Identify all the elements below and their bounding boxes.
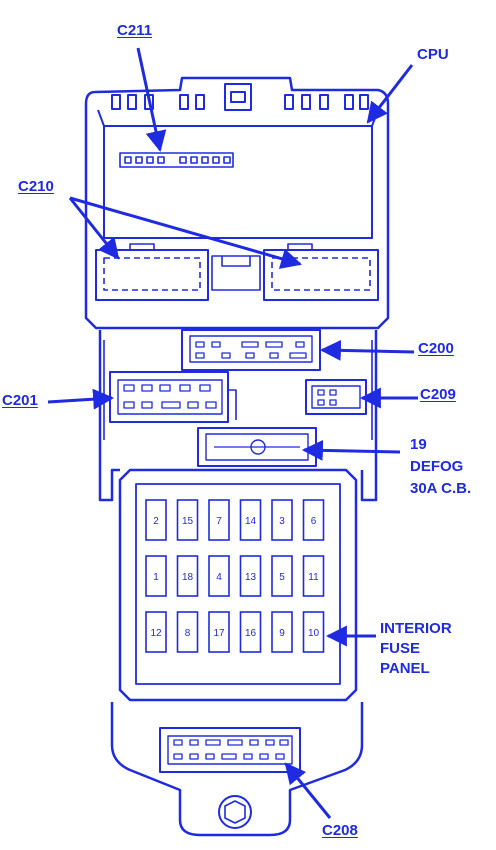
fuse-number: 4 bbox=[216, 572, 222, 583]
label-defog-name: DEFOG bbox=[410, 458, 464, 475]
cpu-housing bbox=[84, 76, 390, 330]
fuse-number: 17 bbox=[213, 628, 225, 639]
mounting-bolt bbox=[218, 795, 252, 829]
fuse-slot: 10 bbox=[302, 611, 325, 653]
fuse-slot: 5 bbox=[271, 555, 293, 597]
fuse-slot: 3 bbox=[271, 499, 293, 541]
c210-left-connector bbox=[95, 243, 209, 301]
fuse-number: 13 bbox=[245, 572, 257, 583]
defog-circuit-breaker bbox=[197, 427, 317, 467]
fuse-slot: 17 bbox=[208, 611, 230, 653]
fuse-slot: 4 bbox=[208, 555, 230, 597]
fuse-number: 18 bbox=[182, 572, 194, 583]
label-c200: C200 bbox=[418, 340, 454, 357]
fuse-slot: 14 bbox=[239, 499, 262, 541]
fuse-slot: 18 bbox=[176, 555, 199, 597]
fuse-number: 11 bbox=[308, 572, 319, 583]
fuse-number: 14 bbox=[245, 516, 257, 527]
fuse-number: 16 bbox=[245, 628, 257, 639]
fuse-slot: 6 bbox=[302, 499, 325, 541]
label-c209: C209 bbox=[420, 386, 456, 403]
c210-right-connector bbox=[263, 243, 379, 301]
cpu-inner-panel bbox=[103, 125, 373, 239]
lower-housing bbox=[110, 702, 364, 837]
label-c208: C208 bbox=[322, 822, 358, 839]
c209-connector bbox=[305, 379, 367, 415]
label-c201: C201 bbox=[2, 392, 38, 409]
c201-connector bbox=[109, 371, 229, 423]
label-c210: C210 bbox=[18, 178, 54, 195]
fuse-number: 15 bbox=[182, 516, 194, 527]
label-panel-line1: INTERIOR bbox=[380, 620, 452, 637]
fuse-grid: 2 15 7 14 3 6 1 18 4 13 5 11 12 8 17 16 9 10 bbox=[145, 499, 325, 653]
c200-connector bbox=[181, 329, 321, 371]
fuse-box-body bbox=[98, 330, 378, 502]
c211-connector bbox=[119, 152, 234, 168]
fuse-slot: 15 bbox=[176, 499, 199, 541]
label-cpu: CPU bbox=[417, 46, 449, 63]
label-c211: C211 bbox=[117, 22, 153, 39]
label-defog-number: 19 bbox=[410, 436, 427, 453]
fuse-number: 5 bbox=[279, 572, 285, 583]
fuse-slot: 11 bbox=[302, 555, 325, 597]
fuse-number: 3 bbox=[279, 516, 285, 527]
fuse-slot: 2 bbox=[145, 499, 167, 541]
fuse-number: 2 bbox=[153, 516, 159, 527]
fuse-slot: 7 bbox=[208, 499, 230, 541]
label-panel-line3: PANEL bbox=[380, 660, 430, 677]
fuse-number: 1 bbox=[153, 572, 159, 583]
fuse-number: 6 bbox=[311, 516, 317, 527]
c208-connector bbox=[159, 727, 301, 773]
fuse-slot: 9 bbox=[271, 611, 293, 653]
fuse-number: 7 bbox=[216, 516, 222, 527]
fuse-slot: 13 bbox=[239, 555, 262, 597]
leader-arrows bbox=[47, 47, 418, 819]
interior-fuse-panel bbox=[118, 468, 358, 702]
fuse-slot: 8 bbox=[176, 611, 199, 653]
fuse-slot: 12 bbox=[145, 611, 167, 653]
fuse-slot: 1 bbox=[145, 555, 167, 597]
fuse-number: 8 bbox=[185, 628, 191, 639]
fuse-slot: 16 bbox=[239, 611, 262, 653]
label-defog-rating: 30A C.B. bbox=[410, 480, 472, 497]
fuse-number: 9 bbox=[279, 628, 285, 639]
label-panel-line2: FUSE bbox=[380, 640, 421, 657]
fuse-number: 12 bbox=[150, 628, 162, 639]
fuse-number: 10 bbox=[308, 628, 320, 639]
